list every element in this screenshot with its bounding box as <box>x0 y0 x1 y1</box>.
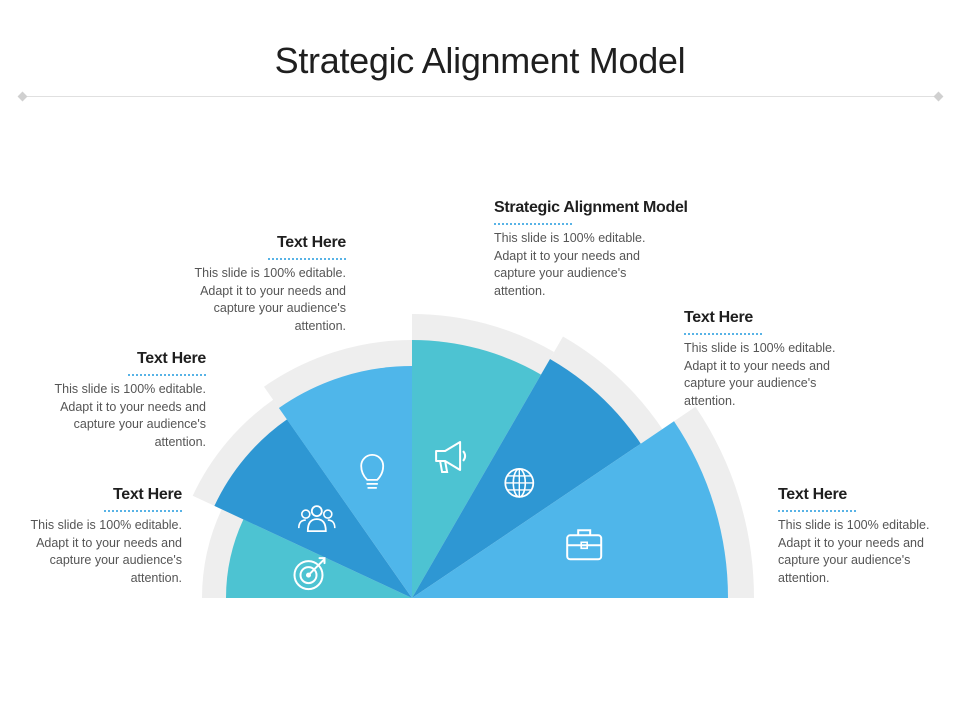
block-body: This slide is 100% editable. Adapt it to… <box>778 518 930 585</box>
text-block-1: Text Here This slide is 100% editable. A… <box>2 486 183 587</box>
segment-4 <box>412 340 541 598</box>
block-body: This slide is 100% editable. Adapt it to… <box>494 231 646 298</box>
segment-3 <box>278 366 412 598</box>
text-block-4: Strategic Alignment Model This slide is … <box>494 199 744 300</box>
text-block-3: Text Here This slide is 100% editable. A… <box>166 234 347 335</box>
text-block-5: Text Here This slide is 100% editable. A… <box>684 309 864 410</box>
block-heading: Text Here <box>778 486 848 503</box>
dotted-underline <box>128 374 206 376</box>
globe-icon <box>504 467 535 498</box>
dotted-underline <box>494 223 572 225</box>
dotted-underline <box>104 510 182 512</box>
block-body: This slide is 100% editable. Adapt it to… <box>194 266 346 333</box>
segment-6 <box>412 421 728 598</box>
megaphone-icon <box>435 441 467 473</box>
segment-5 <box>412 359 641 598</box>
text-block-2: Text Here This slide is 100% editable. A… <box>26 350 207 451</box>
target-icon <box>293 557 326 591</box>
lightbulb-icon <box>360 454 385 489</box>
block-heading: Text Here <box>136 350 206 367</box>
team-icon <box>297 505 336 532</box>
dotted-underline <box>778 510 856 512</box>
dotted-underline <box>268 258 346 260</box>
block-heading: Text Here <box>112 486 182 503</box>
block-body: This slide is 100% editable. Adapt it to… <box>684 341 836 408</box>
briefcase-icon <box>566 529 603 561</box>
page-title: Strategic Alignment Model <box>274 40 686 81</box>
block-heading: Text Here <box>684 309 754 326</box>
block-body: This slide is 100% editable. Adapt it to… <box>54 382 206 449</box>
block-body: This slide is 100% editable. Adapt it to… <box>30 518 182 585</box>
block-heading: Strategic Alignment Model <box>494 199 688 216</box>
title-divider <box>22 96 938 97</box>
dotted-underline <box>684 333 762 335</box>
block-heading: Text Here <box>276 234 346 251</box>
text-block-6: Text Here This slide is 100% editable. A… <box>778 486 958 587</box>
